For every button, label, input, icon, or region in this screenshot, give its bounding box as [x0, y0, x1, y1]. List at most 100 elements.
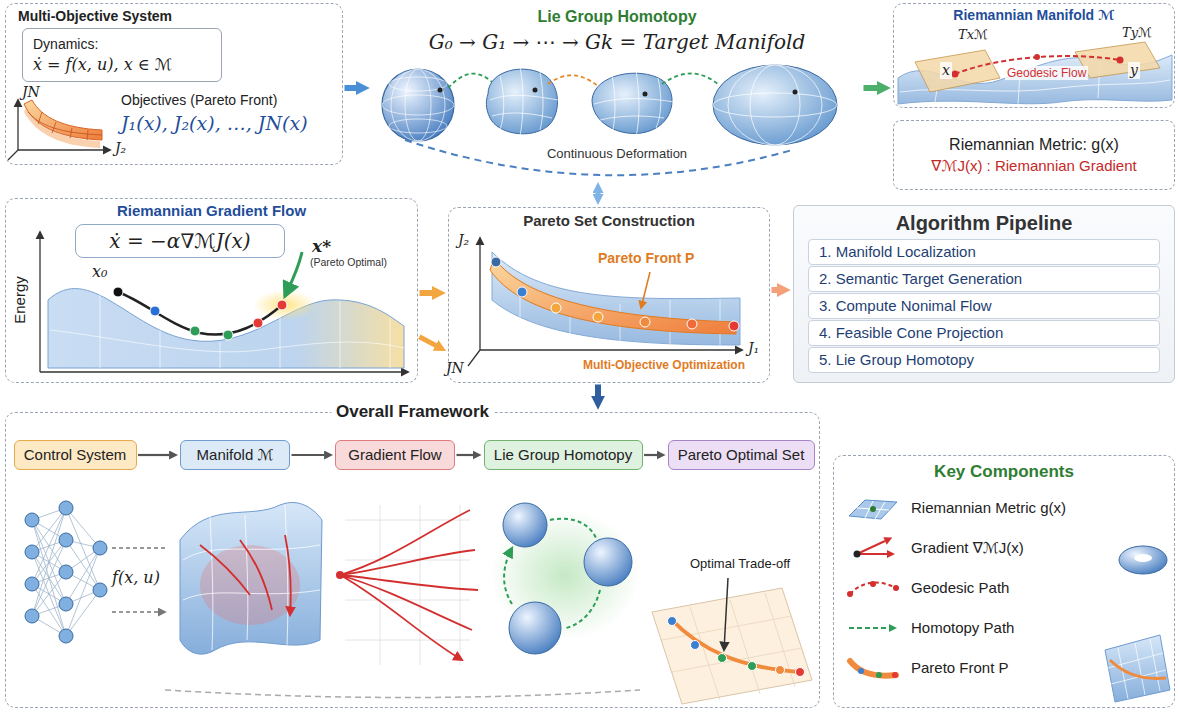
- legend-swatch: [849, 500, 897, 519]
- neural-network-icon: [25, 501, 107, 643]
- homotopy-path: [448, 74, 718, 89]
- mini-surface-icon: [1105, 635, 1170, 702]
- energy-surface: [50, 292, 404, 368]
- legend-label: Riemannian Metric g(x): [911, 499, 1066, 517]
- deformed-manifold-figure: [533, 88, 538, 93]
- pareto-axes: [479, 238, 480, 350]
- gradient-field: [340, 510, 478, 660]
- pareto-plot: [718, 654, 727, 663]
- region-label: Multi-Objective Optimization: [583, 358, 745, 372]
- sphere-figure: [382, 69, 454, 141]
- stage-label: Manifold ℳ: [197, 446, 274, 464]
- neural-network-icon: [25, 609, 39, 623]
- target-manifold-figure: [793, 90, 798, 95]
- flow-arrow: [596, 193, 601, 195]
- pareto-surface: [641, 272, 650, 308]
- step-label: 5. Lie Group Homotopy: [819, 351, 974, 369]
- pareto-surface: [729, 321, 739, 331]
- tangent-plane: [915, 50, 1000, 92]
- objectives-label: Objectives (Pareto Front): [121, 92, 277, 109]
- axis-label: JN: [22, 84, 40, 101]
- pareto-surface: [490, 258, 736, 334]
- legend-swatch: [858, 668, 864, 674]
- point-label: x₀: [92, 262, 107, 281]
- point-label: x*: [312, 236, 331, 256]
- energy-axes: [40, 371, 408, 372]
- stage-label: Pareto Optimal Set: [678, 446, 805, 464]
- panel-title: Overall Framework: [331, 402, 494, 422]
- legend-label: Geodesic Path: [911, 579, 1009, 597]
- flow-formula: ẋ = −α∇ℳJ(x): [109, 229, 250, 253]
- target-manifold-figure: [728, 65, 822, 145]
- step-label: 2. Semantic Target Generation: [819, 270, 1022, 288]
- stage-box: Pareto Optimal Set: [668, 440, 815, 470]
- homotopy-panel: Lie Group HomotopyG₀ → G₁ → ⋯ → Gk = Tar…: [372, 3, 862, 180]
- neural-network-icon: [32, 508, 100, 636]
- lie-group-spheres: [509, 602, 561, 654]
- stage-label: Lie Group Homotopy: [494, 446, 632, 464]
- curve-label: Pareto Front P: [598, 250, 694, 267]
- pareto-plot: [652, 578, 812, 704]
- manifold-mesh: [183, 505, 320, 650]
- neural-network-icon: [93, 541, 107, 555]
- manifold-mesh: [180, 503, 322, 655]
- target-manifold-figure: [713, 65, 837, 145]
- mini-surface-icon: [1108, 639, 1166, 699]
- function-label: f(x, u): [112, 568, 160, 587]
- deformation-arc: [405, 140, 792, 175]
- stage-box: Manifold ℳ: [180, 440, 290, 470]
- target-manifold-figure: [750, 65, 800, 145]
- neural-network-icon: [93, 583, 107, 597]
- target-manifold-figure: [713, 93, 837, 117]
- sphere-figure: [382, 69, 454, 141]
- homotopy-path: [548, 75, 598, 86]
- callout-label: Optimal Trade-off: [690, 556, 790, 572]
- pareto-surface: [593, 312, 603, 322]
- flow-arrow: [644, 454, 657, 456]
- tangent-space-label: Tyℳ: [1122, 25, 1152, 41]
- legend-swatch: [857, 541, 887, 554]
- pipeline-step: 4. Feasible Cone Projection: [808, 320, 1160, 346]
- legend-label: Pareto Front P: [911, 659, 1009, 677]
- flow-arrow: [457, 454, 474, 456]
- legend-swatch: [845, 614, 901, 642]
- energy-surface: [48, 289, 404, 368]
- gradient-field: [336, 505, 478, 665]
- framework-bracket: [165, 690, 640, 698]
- neural-network-icon: [25, 577, 39, 591]
- deformed-manifold-figure: [592, 73, 672, 133]
- panel-title: Algorithm Pipeline: [896, 211, 1073, 235]
- pareto-surface-icon: [38, 112, 88, 140]
- axis-label: J₂: [115, 140, 126, 157]
- flow-arrow: [864, 85, 878, 91]
- lie-group-spheres: [584, 538, 632, 586]
- pipeline-step: 3. Compute Nonimal Flow: [808, 293, 1160, 319]
- pareto-axes-icon: [8, 100, 110, 160]
- pareto-plot: [691, 641, 700, 650]
- descent-path: [253, 318, 263, 328]
- legend-swatch: [876, 672, 882, 678]
- panel-title: Riemannian Manifold ℳ: [953, 7, 1114, 24]
- step-label: 4. Feasible Cone Projection: [819, 324, 1003, 342]
- legend-row: Pareto Front P: [845, 648, 1066, 688]
- descent-path: [190, 326, 200, 336]
- pipeline-step: 5. Lie Group Homotopy: [808, 347, 1160, 373]
- axis-label: Energy: [11, 276, 29, 324]
- legend-swatch: [889, 624, 897, 632]
- pareto-plot: [796, 668, 805, 677]
- neural-network-icon: [59, 501, 73, 515]
- stage-label: Gradient Flow: [348, 446, 441, 464]
- axis-label: JN: [446, 360, 464, 377]
- panel-title: Multi-Objective System: [18, 8, 172, 25]
- homotopy-path: [448, 74, 492, 88]
- homotopy-formula: G₀ → G₁ → ⋯ → Gk = Target Manifold: [429, 30, 806, 54]
- stage-box: Gradient Flow: [335, 440, 455, 470]
- descent-path: [277, 300, 287, 310]
- pareto-panel: Pareto Set Construction: [448, 207, 770, 383]
- pareto-axes: [480, 349, 742, 350]
- tangent-space-label: Txℳ: [958, 27, 988, 43]
- geodesic-path: [952, 71, 959, 78]
- legend-swatch: [847, 591, 853, 597]
- legend-swatch: [857, 501, 889, 519]
